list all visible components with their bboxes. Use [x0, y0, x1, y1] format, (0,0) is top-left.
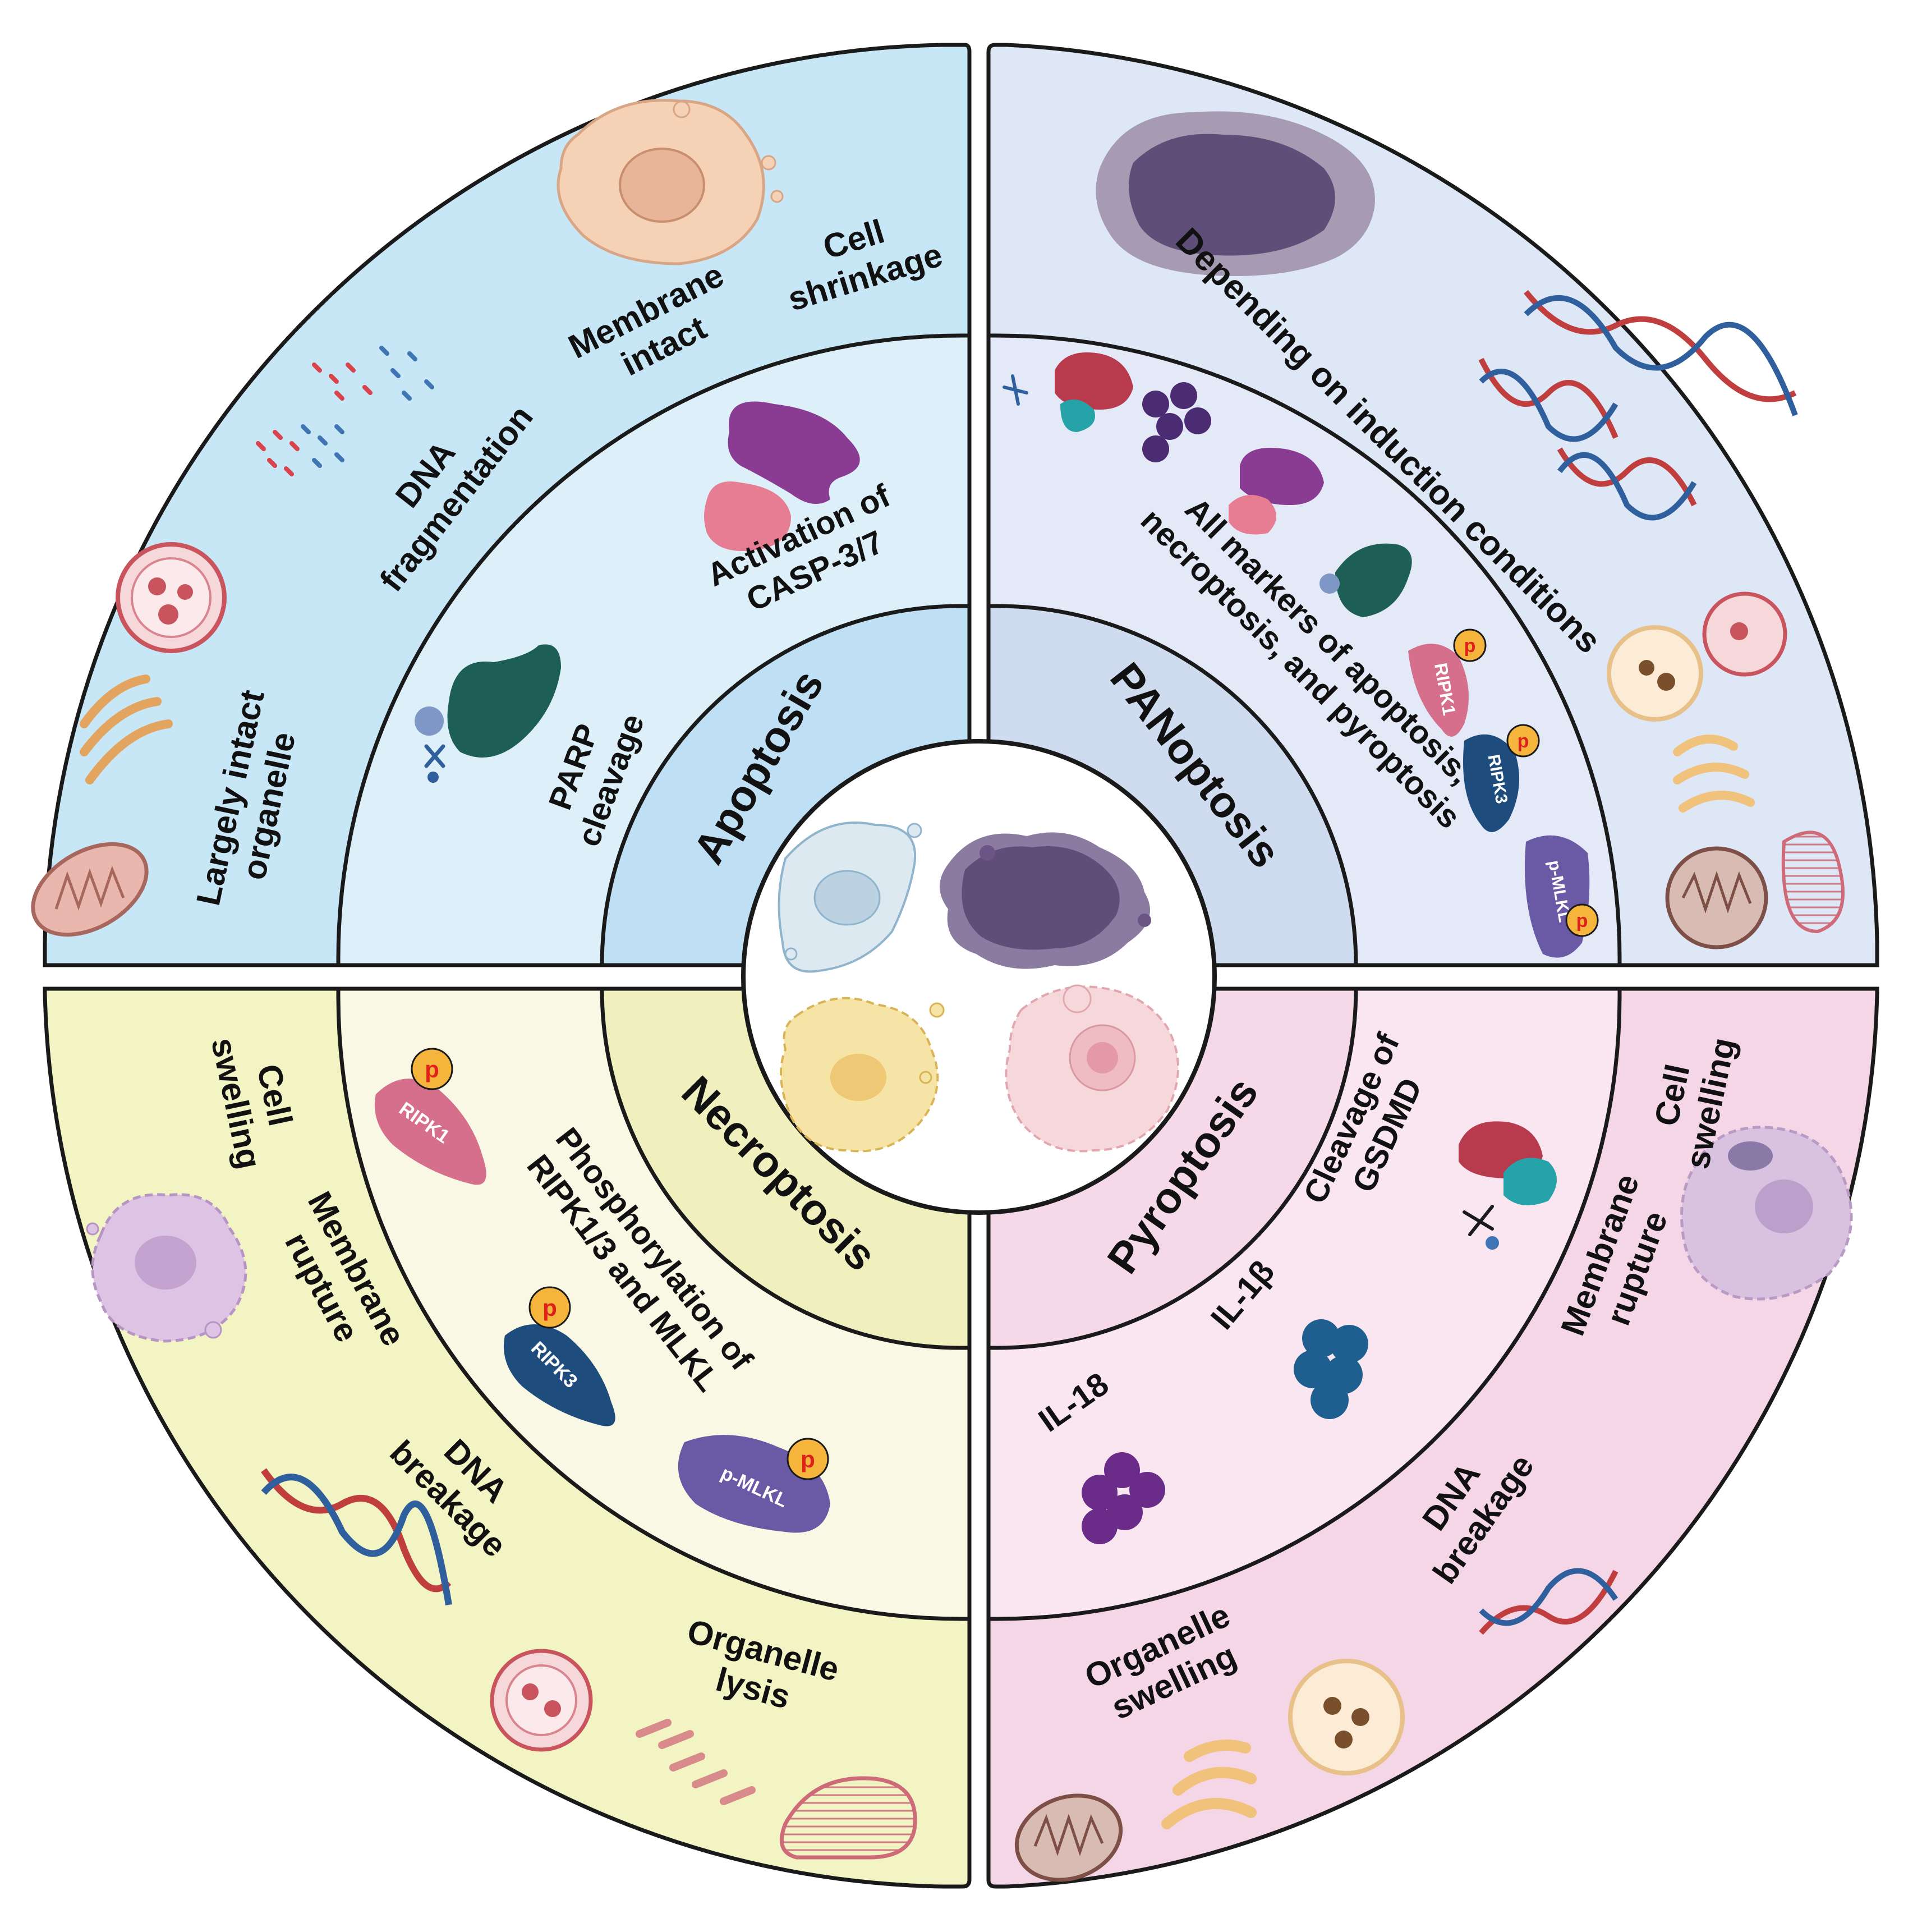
panoptotic-cell-icon [940, 832, 1151, 969]
apoptosis-golgi-icon [80, 674, 173, 784]
panoptosis-ripk3-phospho: p [1518, 731, 1529, 752]
necroptosis-ripk3-icon: RIPK3 p [504, 1286, 615, 1426]
panoptosis-ripk1-phospho: p [1464, 635, 1476, 657]
pyroptosis-il1b-cluster-icon [1294, 1319, 1368, 1419]
panoptosis-mlkl-icon: p-MLKL p [1525, 835, 1599, 958]
pyroptotic-cell-icon [1005, 984, 1179, 1153]
necroptosis-mitochondrion-icon [779, 1776, 917, 1860]
pyroptosis-swollen-cell-icon [1680, 1126, 1853, 1301]
panoptosis-mlkl-phospho: p [1576, 910, 1588, 931]
pyroptosis-golgi-icon [1161, 1740, 1257, 1829]
necroptosis-ripk3-phospho: p [542, 1295, 557, 1321]
center-cells [741, 739, 1217, 1215]
apoptosis-parp-icon [415, 644, 561, 783]
pyroptosis-gsdmd-icon [1459, 1121, 1557, 1250]
panoptosis-gsdmd-icon [1003, 352, 1133, 432]
panoptosis-il-cluster-icon [1142, 382, 1211, 462]
pyroptosis-mitochondrion-icon [1014, 1793, 1123, 1882]
pyroptosis-dna-icon [1479, 1568, 1618, 1635]
necroptosis-ripk1-phospho: p [425, 1056, 439, 1082]
panoptosis-cell-icon [1096, 111, 1375, 277]
necroptosis-golgi-fragments-icon [636, 1719, 756, 1805]
apoptosis-dna-fragments-icon [256, 346, 434, 476]
panoptosis-ripk1-icon: RIPK1 p [1408, 628, 1487, 737]
necroptosis-ripk1-icon: RIPK1 p [375, 1048, 486, 1185]
necroptosis-swollen-cell-icon [86, 1193, 247, 1343]
apoptosis-mitochondrion-icon [31, 842, 149, 937]
panoptosis-organelles-icon [1607, 591, 1845, 949]
panoptosis-casp-icon [1229, 448, 1324, 535]
necroptosis-lysosome-icon [490, 1649, 593, 1752]
panoptosis-dna-icon [1478, 290, 1798, 521]
necroptosis-mlkl-icon: p-MLKL p [678, 1435, 830, 1533]
apoptosis-lysosome-icon [116, 542, 227, 653]
apoptotic-cell-icon [778, 822, 922, 973]
panoptosis-ripk3-icon: RIPK3 p [1463, 724, 1540, 832]
apoptosis-casp-icon [704, 401, 860, 551]
necroptosis-mlkl-phospho: p [801, 1446, 815, 1472]
pyroptosis-il18-cluster-icon [1082, 1452, 1165, 1544]
pyroptosis-lysosome-icon [1288, 1659, 1405, 1775]
apoptosis-shrunk-cell-icon [557, 99, 784, 265]
necroptotic-cell-icon [780, 997, 945, 1153]
panoptosis-parp-icon [1319, 543, 1412, 617]
quadrant-apoptosis [43, 43, 972, 967]
necroptosis-dna-icon [261, 1468, 452, 1605]
